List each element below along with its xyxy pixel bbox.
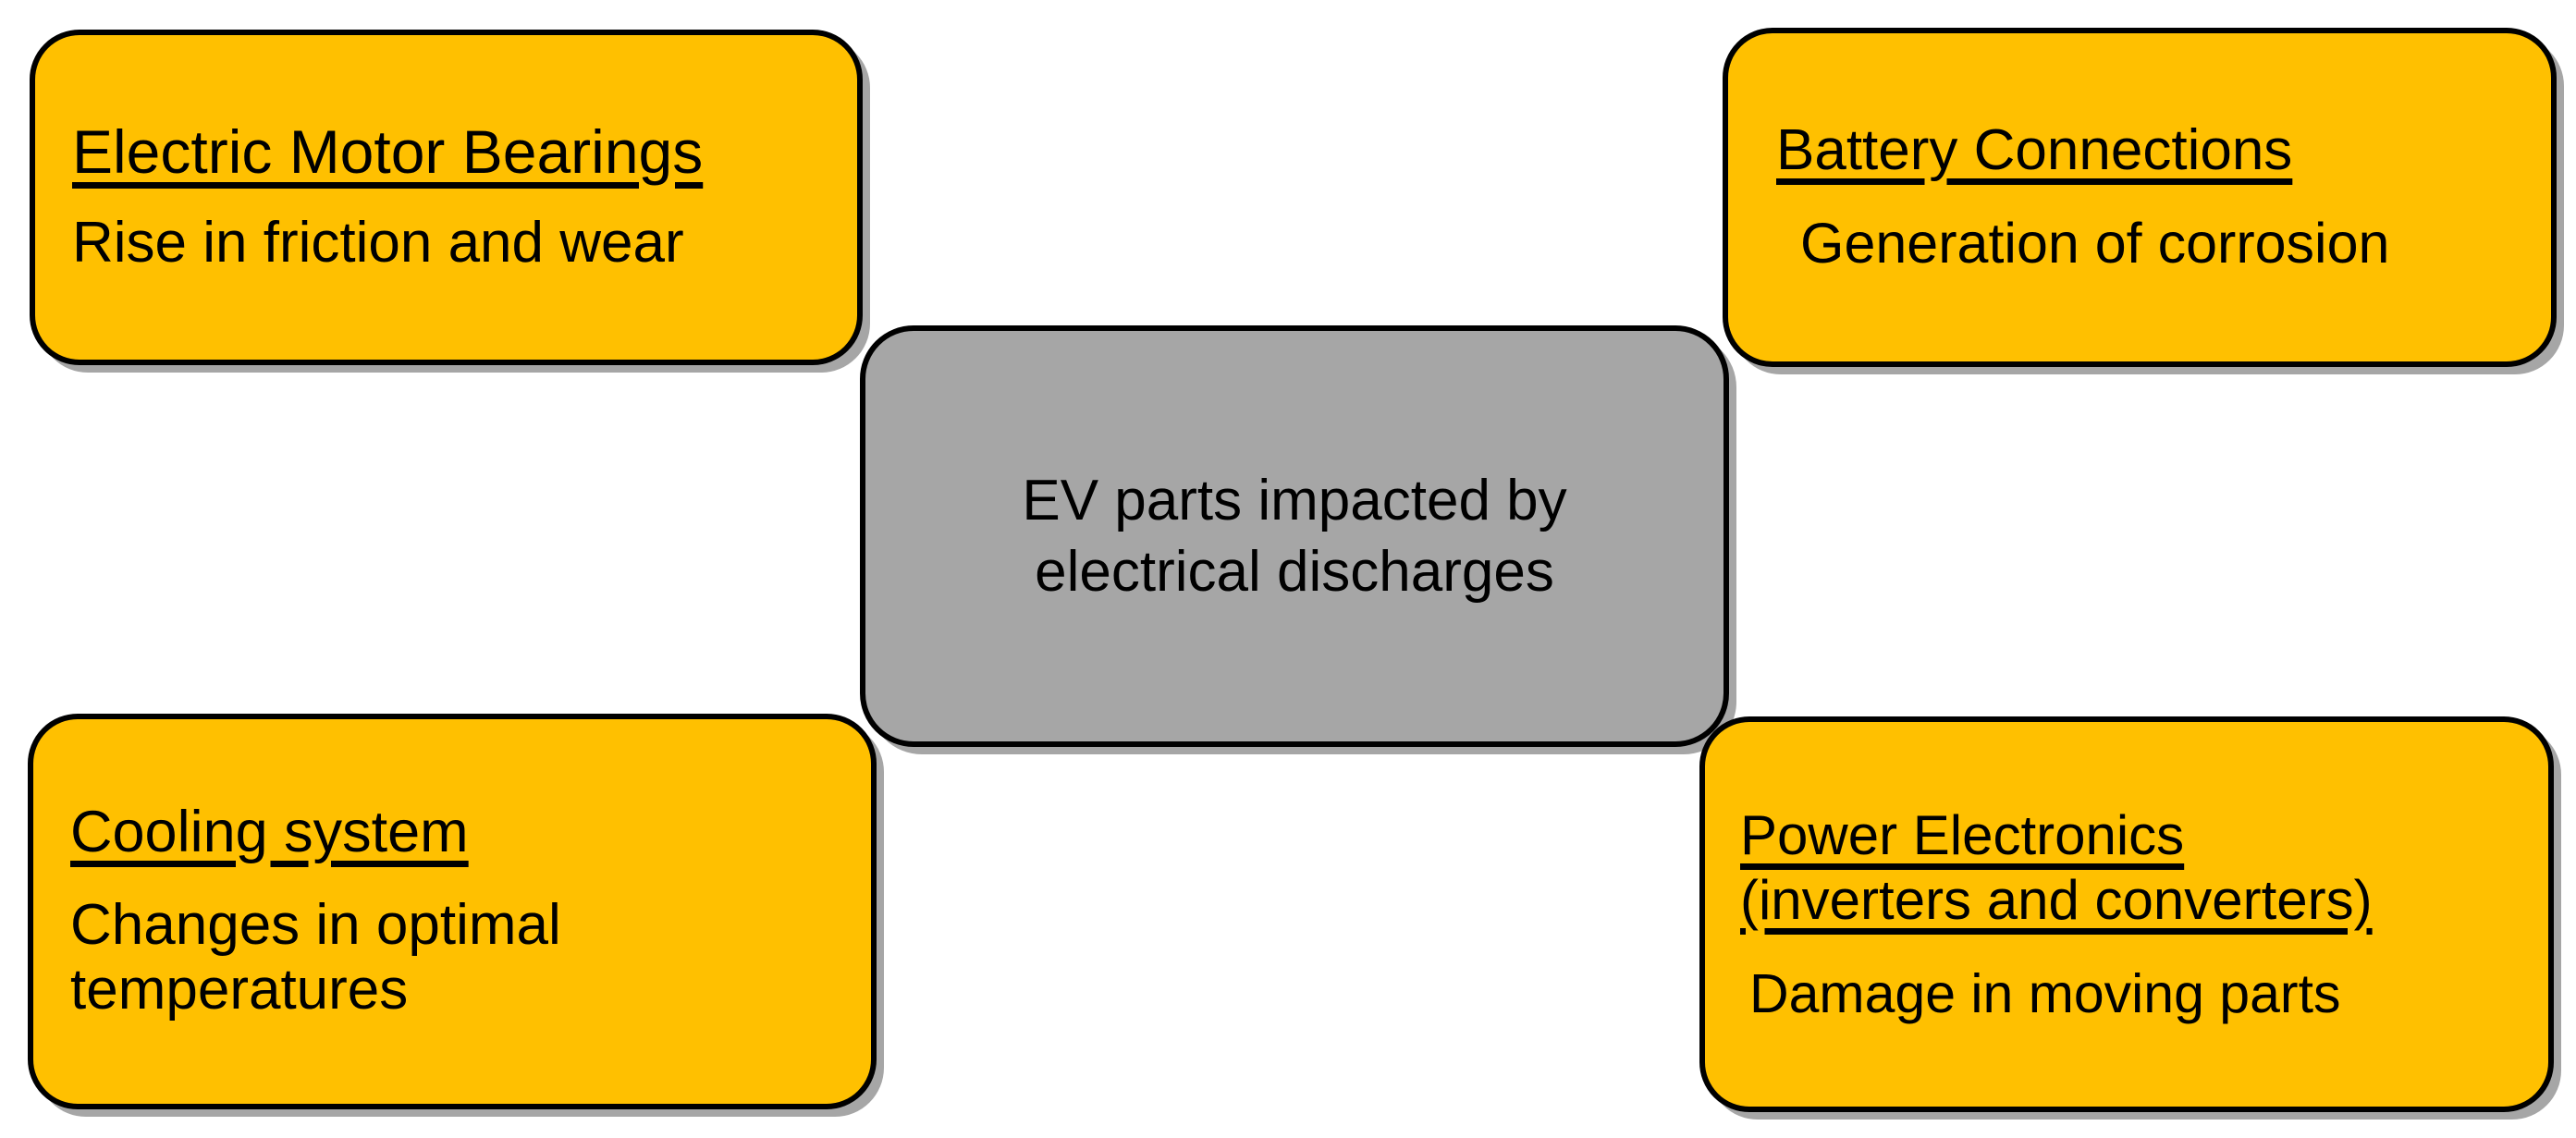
node-battery-connections[interactable]: Battery Connections Generation of corros…: [1723, 28, 2557, 367]
node-electric-motor-bearings[interactable]: Electric Motor Bearings Rise in friction…: [30, 30, 863, 365]
node-title-power-electronics: Power Electronics (inverters and convert…: [1740, 803, 2373, 932]
node-body-battery-connections: Generation of corrosion: [1800, 212, 2390, 275]
node-power-electronics[interactable]: Power Electronics (inverters and convert…: [1699, 716, 2554, 1112]
node-title-cooling-system: Cooling system: [70, 800, 469, 865]
node-body-electric-motor-bearings: Rise in friction and wear: [72, 211, 684, 275]
node-title-battery-connections: Battery Connections: [1776, 118, 2293, 183]
node-body-cooling-system: Changes in optimal temperatures: [70, 892, 561, 1022]
node-body-power-electronics: Damage in moving parts: [1749, 963, 2341, 1025]
center-hub-node[interactable]: EV parts impacted by electrical discharg…: [860, 325, 1729, 747]
center-hub-label: EV parts impacted by electrical discharg…: [1022, 468, 1567, 605]
node-cooling-system[interactable]: Cooling system Changes in optimal temper…: [28, 714, 877, 1109]
node-title-electric-motor-bearings: Electric Motor Bearings: [72, 117, 704, 187]
